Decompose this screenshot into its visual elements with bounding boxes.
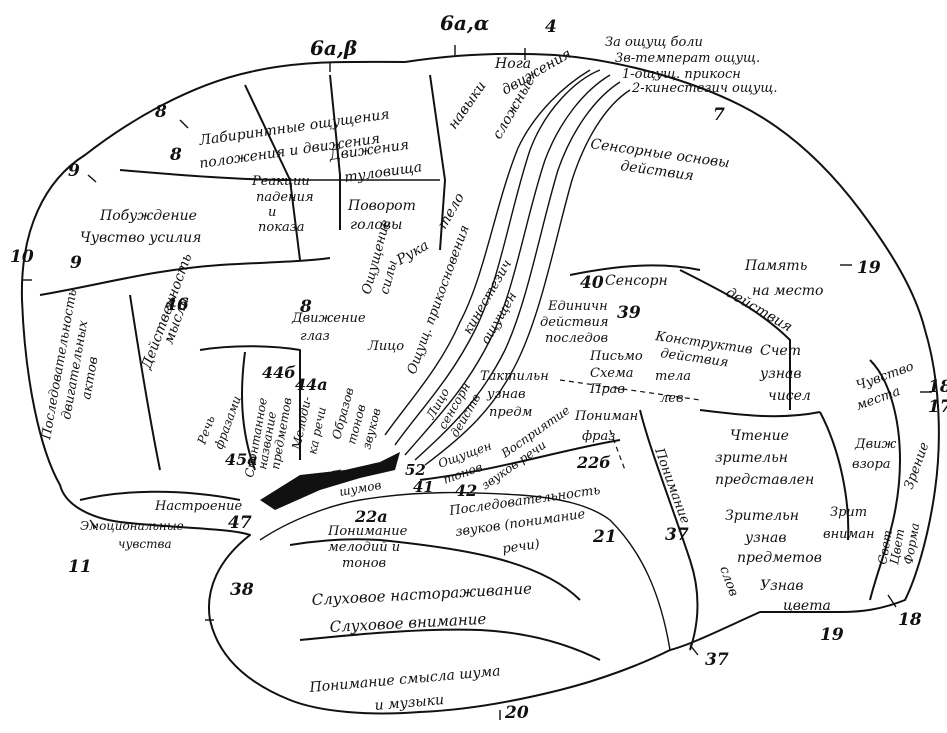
num-9b: 9: [70, 253, 82, 273]
label-dvizh-vzora-1: Движ: [854, 437, 897, 452]
num-20: 20: [504, 703, 529, 723]
boundary-occipital-2: [820, 412, 848, 540]
label-zrit-vniman-2: вниман: [823, 527, 875, 542]
num-6ab: 6а,β: [310, 36, 357, 60]
label-reakcii-1: Реакции: [251, 174, 310, 189]
num-19a: 19: [857, 258, 881, 278]
num-7: 7: [713, 105, 725, 125]
num-18b: 18: [898, 610, 922, 630]
label-ponimanie-melodiy-3: тонов: [342, 556, 386, 571]
num-19b: 19: [820, 625, 844, 645]
num-21: 21: [592, 527, 617, 547]
label-zritel-uzn-1: Зрительн: [725, 508, 799, 524]
label-dvizhenie-glaz-2: глаз: [300, 329, 330, 344]
label-pobuzhdenie: Побуждение: [99, 208, 197, 224]
label-ponimanie-melodiy-2: мелодий и: [328, 540, 400, 555]
label-poniman-fraz-1: Пониман: [574, 409, 638, 424]
num-42: 42: [455, 481, 477, 500]
num-6aa: 6а,α: [440, 11, 489, 35]
label-kinestez: 2-кинестезич ощущ.: [631, 81, 778, 96]
legend-top-right: За ощущ боли 3в-температ ощущ. 1-ощущ. п…: [605, 35, 778, 96]
num-44a: 44а: [295, 375, 328, 394]
label-reakcii-2: падения: [256, 190, 314, 205]
label-za-oshch-boli: За ощущ боли: [605, 35, 703, 50]
label-chtenie-3: представлен: [715, 472, 814, 488]
label-navyki: навыки: [445, 78, 489, 132]
label-ponimanie-shuma-1: Понимание смысла шума: [308, 663, 501, 696]
num-10: 10: [10, 247, 34, 267]
label-ponimanie-slov-2: слов: [716, 564, 741, 598]
num-9a: 9: [68, 161, 80, 181]
label-prikosn: 1-ощущ. прикосн: [622, 67, 741, 82]
num-44b: 44б: [262, 363, 296, 382]
label-shema-1: Схема: [590, 366, 634, 381]
label-schet-3: чисел: [768, 388, 811, 404]
label-chuvstvo-usiliya: Чувство усилия: [80, 230, 201, 246]
num-17: 17: [928, 397, 947, 417]
label-sluhovoe-1: Слуховое настораживание: [311, 579, 532, 609]
label-zritel-uzn-4: Узнав: [760, 578, 803, 594]
label-posl-zvukov-3: речи): [501, 537, 540, 557]
num-8b: 8: [169, 145, 182, 165]
label-chtenie-1: Чтение: [730, 428, 789, 444]
label-edinichn-2: действия: [540, 315, 608, 330]
num-41: 41: [413, 478, 434, 496]
label-taktiln-1: Тактильн: [480, 369, 549, 384]
label-sluhovoe-2: Слуховое внимание: [329, 610, 487, 636]
label-taktiln-3: предм: [489, 405, 532, 420]
num-37b: 37: [665, 525, 689, 545]
label-edinichn-1: Единичн: [547, 299, 608, 314]
label-emocion-2: чувства: [118, 537, 172, 551]
label-zritel-uzn-3: предметов: [737, 550, 822, 566]
label-shema-3: Прав: [589, 382, 625, 397]
label-nastroenie: Настроение: [154, 499, 242, 514]
label-dvizheniya-tul-2: туловища: [343, 159, 423, 186]
label-pismo: Письмо: [589, 349, 643, 364]
num-40: 40: [580, 273, 604, 293]
label-lico: Лицо: [367, 339, 404, 354]
num-22b: 22б: [576, 453, 611, 472]
label-chtenie-2: зрительн: [715, 450, 788, 466]
num-11: 11: [68, 557, 92, 577]
label-rech-2: фразами: [212, 394, 244, 451]
num-37a: 37: [705, 650, 729, 670]
label-schet-2: узнав: [759, 366, 801, 382]
label-zritel-uzn-2: узнав: [744, 530, 786, 546]
label-reakcii-4: показа: [258, 220, 305, 235]
num-47: 47: [228, 513, 252, 533]
label-poniman-fraz-2: фраз: [582, 429, 615, 444]
label-ponimanie-melodiy-1: Понимание: [327, 524, 408, 539]
num-8a: 8: [154, 102, 167, 122]
label-shema-2: тела: [655, 369, 691, 384]
label-edinichn-3: последов: [545, 331, 608, 346]
label-pamyat-2: на место: [752, 283, 823, 299]
label-reakcii-3: и: [268, 205, 276, 220]
num-39: 39: [617, 303, 641, 323]
num-18a: 18: [928, 377, 947, 397]
num-38: 38: [230, 580, 254, 600]
label-zritel-uzn-5: цвета: [783, 598, 831, 614]
num-52: 52: [405, 461, 426, 479]
label-povorot-1: Поворот: [347, 198, 416, 214]
label-zrenie: Зрение: [902, 440, 933, 491]
num-4: 4: [545, 17, 557, 37]
label-schet-1: Счет: [760, 343, 801, 359]
label-sensorn: Сенсорн: [605, 273, 668, 289]
label-dvizh-vzora-2: взора: [852, 457, 891, 472]
label-pamyat-1: Память: [744, 258, 807, 274]
label-posledov-shumov-1: Последов: [329, 459, 392, 484]
boundary-parietal-3: [700, 410, 820, 416]
label-dvizhenie-glaz-1: Движение: [291, 311, 366, 326]
label-zrit-vniman-1: Зрит: [830, 505, 867, 520]
label-svet-cvet-3: Форма: [901, 522, 922, 566]
label-emocion-1: Эмоциональные: [80, 519, 184, 533]
label-shema-4: лев: [660, 391, 684, 406]
label-taktiln-2: узнав: [486, 387, 526, 402]
label-ponimanie-slov-1: Понимание: [651, 445, 693, 526]
label-temperat: 3в-температ ощущ.: [615, 51, 760, 66]
